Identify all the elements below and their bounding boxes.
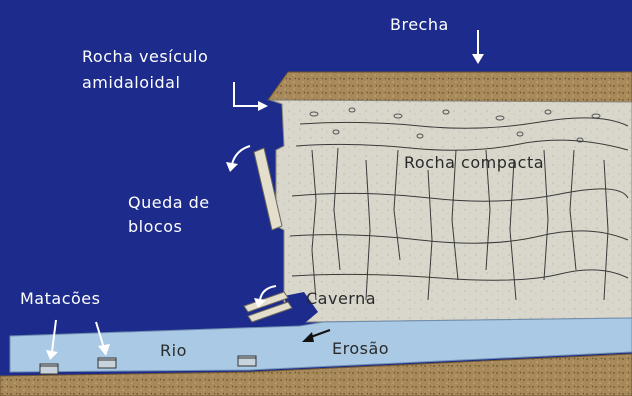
sediment-floor [0, 353, 632, 396]
vertical-joints [311, 147, 609, 301]
label-caverna: Caverna [306, 289, 377, 308]
river [9, 317, 632, 373]
falling-block [253, 147, 283, 231]
rock-mass [269, 99, 632, 323]
label-queda-line1: Queda de [128, 193, 210, 212]
breccia-layer [267, 71, 632, 103]
label-rocha-vesiculo-line2: amidaloidal [82, 73, 181, 92]
label-rocha-vesiculo-line1: Rocha vesículo [82, 47, 209, 66]
label-rocha-compacta: Rocha compacta [404, 153, 545, 172]
vesicles [309, 107, 601, 143]
label-matacoes: Matacões [20, 289, 101, 308]
arrowheads [46, 54, 484, 360]
label-queda-line2: blocos [128, 217, 183, 236]
label-erosao: Erosão [332, 339, 390, 358]
fallen-block-upper [243, 291, 289, 313]
arrows [51, 30, 479, 353]
fallen-block-lower [247, 301, 293, 323]
label-brecha: Brecha [390, 15, 449, 34]
boulders [39, 355, 257, 375]
horizontal-joints [289, 117, 629, 281]
cave-notch [284, 292, 318, 322]
label-rio: Rio [160, 341, 187, 360]
